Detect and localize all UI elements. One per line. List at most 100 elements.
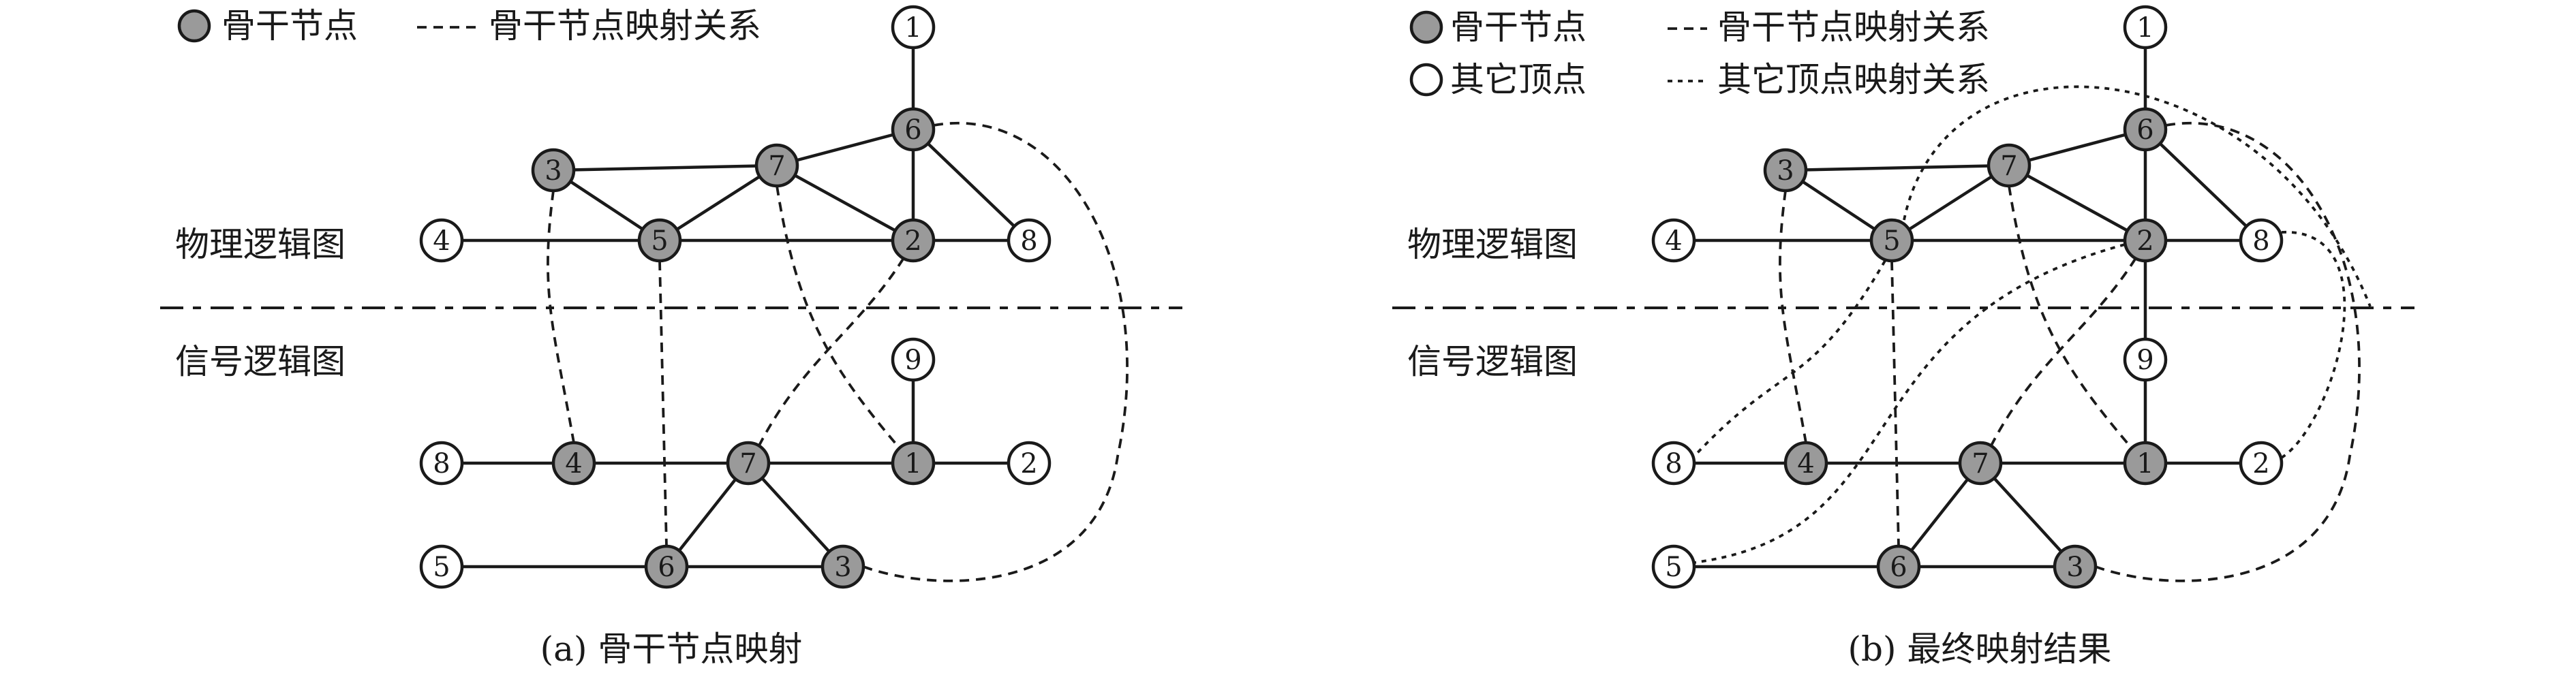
node-label: 8	[2252, 225, 2269, 257]
node-circle	[891, 107, 936, 152]
node-circle	[1783, 441, 1828, 486]
signal-node-5: 5	[419, 544, 464, 589]
mapping-7-1	[776, 185, 901, 450]
node-circle	[1869, 218, 1914, 263]
node-label: 4	[565, 448, 582, 479]
physical-edge	[2008, 127, 2146, 168]
mapping-7-1	[2008, 185, 2133, 450]
legend-a: 骨干节点 骨干节点映射关系	[177, 6, 761, 46]
node-label: 3	[1777, 155, 1794, 187]
physical-node-7: 7	[754, 143, 799, 188]
physical-node-4: 4	[419, 218, 464, 263]
legend-backbone-node: 骨干节点	[1450, 7, 1586, 47]
node-label: 6	[904, 114, 921, 146]
node-circle	[2123, 441, 2168, 486]
node-label: 8	[1020, 225, 1037, 257]
physical-node-5: 5	[1869, 218, 1914, 263]
node-label: 1	[2136, 448, 2153, 479]
legend-backbone-mapping: 骨干节点映射关系	[489, 6, 761, 46]
node-label: 5	[1883, 225, 1900, 257]
mapping-2-7	[758, 257, 905, 446]
other-node-swatch	[1409, 63, 1443, 97]
physical-node-2: 2	[2123, 218, 2168, 263]
signal-layer-label: 信号逻辑图	[175, 342, 346, 381]
node-circle	[821, 544, 865, 589]
physical-node-4: 4	[1651, 218, 1696, 263]
panel-caption-a: (a) 骨干节点映射	[540, 629, 803, 669]
node-circle	[1007, 441, 1052, 486]
node-label: 3	[545, 155, 562, 187]
node-circle	[1007, 218, 1052, 263]
node-label: 6	[1890, 552, 1907, 583]
signal-edge	[1897, 462, 1982, 568]
physical-node-1: 1	[891, 5, 936, 50]
physical-node-8: 8	[1007, 218, 1052, 263]
node-circle	[1651, 218, 1696, 263]
signal-node-3: 3	[2053, 544, 2098, 589]
physical-node-6: 6	[2123, 107, 2168, 152]
mapping-5-8	[1693, 260, 1886, 458]
node-circle	[419, 441, 464, 486]
physical-edge	[553, 163, 778, 172]
node-circle	[1876, 544, 1921, 589]
signal-node-8: 8	[419, 441, 464, 486]
mapping-5-6	[1890, 260, 1900, 547]
node-circle	[2239, 218, 2284, 263]
node-circle	[891, 5, 936, 50]
node-label: 5	[433, 552, 450, 583]
mapping-5-6	[658, 260, 668, 547]
node-circle	[2123, 5, 2168, 50]
mapping-6-3	[863, 121, 1129, 582]
node-circle	[1958, 441, 2003, 486]
signal-node-4: 4	[551, 441, 596, 486]
node-label: 7	[2000, 151, 2017, 182]
backbone-node-swatch	[1409, 10, 1443, 44]
backbone-mappings	[547, 121, 1129, 582]
node-label: 6	[658, 552, 675, 583]
node-circle	[891, 218, 936, 263]
physical-edge	[1890, 164, 2010, 242]
physical-edge	[2144, 128, 2263, 242]
physical-node-6: 6	[891, 107, 936, 152]
signal-node-1: 1	[891, 441, 936, 486]
physical-edge	[776, 164, 915, 242]
signal-node-4: 4	[1783, 441, 1828, 486]
node-circle	[1651, 441, 1696, 486]
legend-other-mapping: 其它顶点映射关系	[1717, 60, 1990, 99]
node-circle	[644, 544, 689, 589]
node-circle	[551, 441, 596, 486]
backbone-mappings	[1779, 121, 2361, 582]
other-mappings	[1693, 85, 2372, 564]
edges	[442, 27, 1030, 569]
node-label: 7	[1972, 448, 1989, 479]
node-circle	[726, 441, 771, 486]
physical-node-8: 8	[2239, 218, 2284, 263]
legend-b: 骨干节点骨干节点映射关系其它顶点其它顶点映射关系	[1409, 7, 1990, 99]
physical-edge	[912, 128, 1030, 242]
node-label: 8	[1665, 448, 1682, 479]
node-label: 7	[768, 151, 785, 182]
physical-node-3: 3	[531, 148, 576, 193]
mapping-arc-top	[1903, 85, 2372, 307]
node-label: 2	[2252, 448, 2269, 479]
mapping-2-7	[1990, 257, 2137, 446]
node-circle	[419, 544, 464, 589]
mapping-6-3	[2095, 121, 2361, 582]
node-label: 2	[2136, 225, 2153, 257]
physical-edge	[776, 127, 914, 168]
mapping-2-5	[1693, 243, 2126, 564]
edges	[1674, 27, 2263, 569]
node-circle	[531, 148, 576, 193]
node-circle	[2123, 218, 2168, 263]
legend-backbone-node: 骨干节点	[221, 6, 358, 46]
node-circle	[419, 218, 464, 263]
mapping-8-2	[2280, 231, 2346, 459]
physical-node-1: 1	[2123, 5, 2168, 50]
node-circle	[1763, 148, 1808, 193]
legend-other-node: 其它顶点	[1450, 60, 1586, 99]
node-label: 8	[433, 448, 450, 479]
